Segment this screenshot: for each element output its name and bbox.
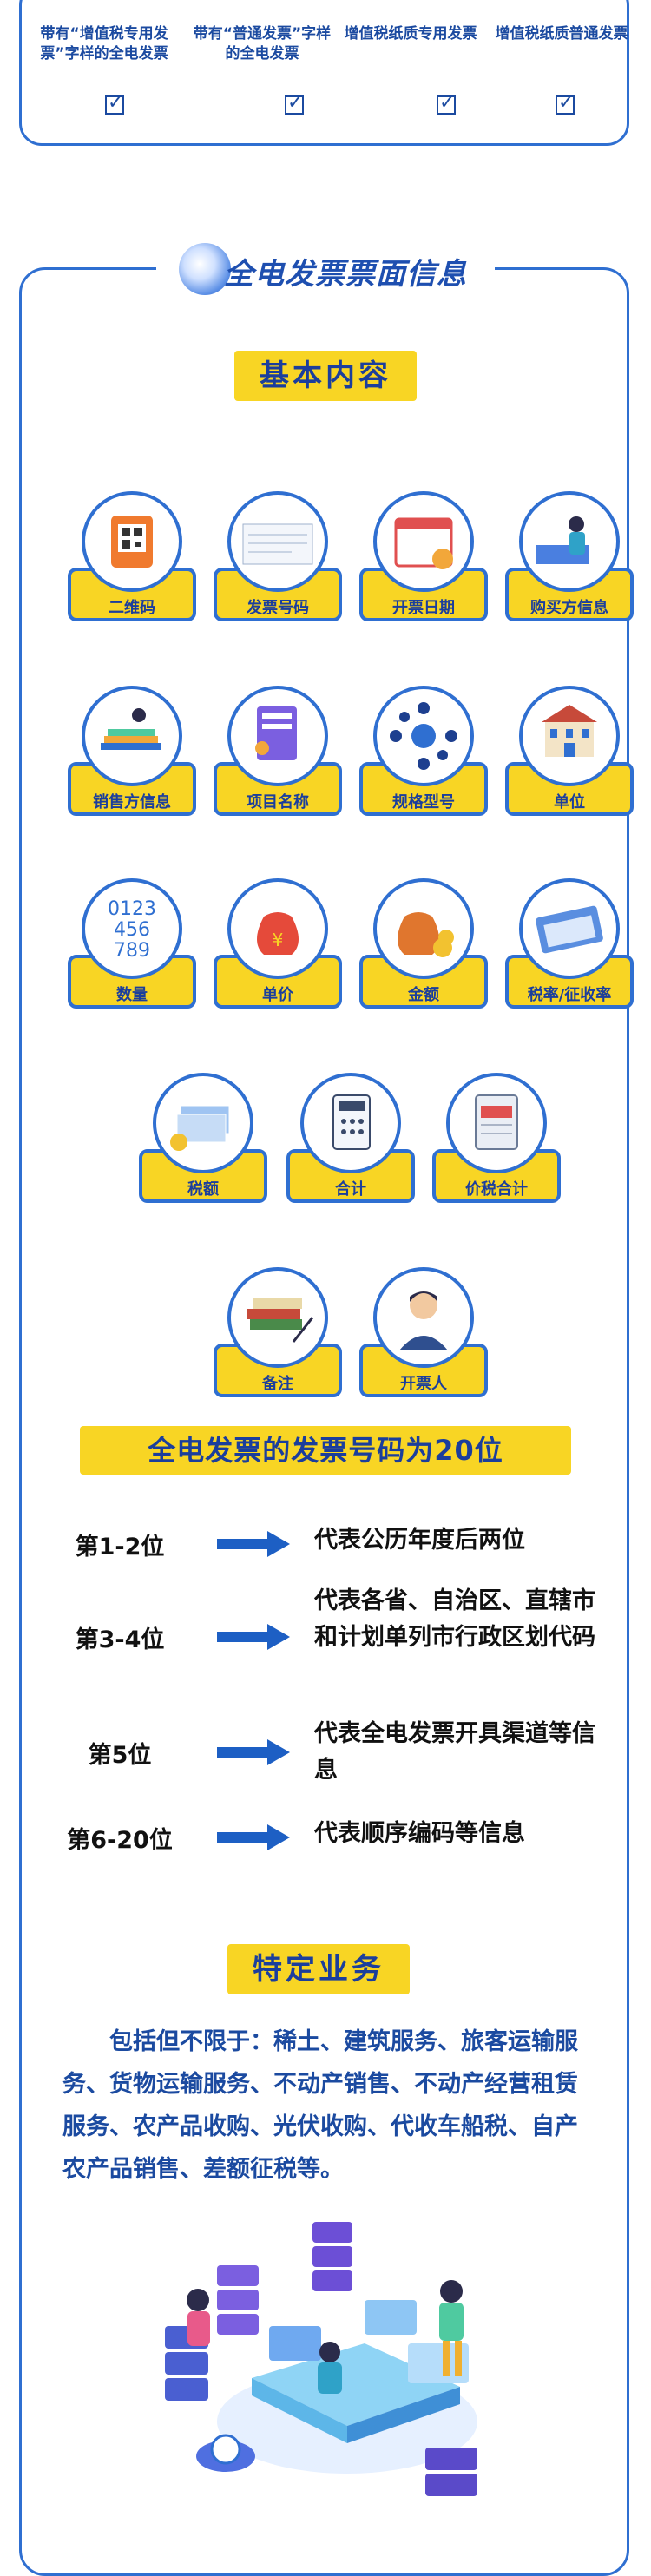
content-item: 规格型号 (359, 686, 488, 816)
content-item: 价税合计 (432, 1073, 561, 1203)
title-orb-icon (179, 243, 231, 295)
invoice-form-icon (227, 491, 328, 592)
content-item: 合计 (286, 1073, 415, 1203)
cash-stack-icon (153, 1073, 253, 1173)
content-item: 购买方信息 (505, 491, 634, 621)
checkbox-checked-icon (105, 92, 124, 115)
item-label-box (505, 568, 634, 621)
content-item: 项目名称 (214, 686, 342, 816)
content-item: 发票号码 (214, 491, 342, 621)
arrow-right-icon (217, 1531, 290, 1557)
content-item: 二维码 (68, 491, 196, 621)
checkbox-checked-icon (437, 92, 456, 115)
checkbox-checked-icon (556, 92, 575, 115)
gear-network-icon (373, 686, 474, 786)
content-item: 开票日期 (359, 491, 488, 621)
item-label: 发票号码 (247, 599, 309, 617)
tax-card-icon (519, 878, 620, 979)
seller-books-icon (82, 686, 182, 786)
position-label-2: 第3-4位 (75, 1626, 165, 1653)
invoice-type-vat-special-electronic: 带有“增值税专用发票”字样的全电发票 (40, 25, 168, 62)
position-desc-2: 代表各省、自治区、直辖市和计划单列市行政区划代码 (314, 1587, 595, 1651)
item-label: 单位 (554, 793, 585, 812)
content-item: 金额 (359, 878, 488, 1009)
item-label: 备注 (262, 1375, 293, 1393)
item-label: 数量 (116, 986, 148, 1004)
svg-text:0123: 0123 (108, 898, 156, 920)
item-label: 规格型号 (392, 793, 455, 812)
item-label: 税率/征收率 (527, 986, 612, 1004)
basic-content-heading: 基本内容 (234, 351, 417, 401)
item-label: 价税合计 (465, 1180, 528, 1199)
checkbox-checked-icon (285, 92, 304, 115)
calendar-icon (373, 491, 474, 592)
item-label: 开票人 (400, 1375, 447, 1393)
special-business-text: 包括但不限于：稀土、建筑服务、旅客运输服务、货物运输服务、不动产销售、不动产经营… (62, 2028, 578, 2183)
invoice-type-card (19, 0, 629, 146)
position-desc-3: 代表全电发票开具渠道等信息 (314, 1720, 595, 1784)
position-desc-4: 代表顺序编码等信息 (314, 1820, 525, 1847)
building-icon (519, 686, 620, 786)
money-bag-icon: ¥ (227, 878, 328, 979)
invoice-type-paper-ordinary: 增值税纸质普通发票 (495, 25, 628, 43)
item-label: 单价 (262, 986, 293, 1004)
position-label-3: 第5位 (88, 1742, 152, 1769)
item-label: 购买方信息 (530, 599, 608, 617)
invoice-type-paper-special: 增值税纸质专用发票 (344, 25, 477, 43)
item-label: 合计 (335, 1180, 366, 1199)
position-desc-1: 代表公历年度后两位 (314, 1527, 525, 1554)
svg-text:789: 789 (114, 940, 150, 962)
position-label-4: 第6-20位 (67, 1827, 173, 1854)
content-item: 单位 (505, 686, 634, 816)
arrow-right-icon (217, 1739, 290, 1765)
content-item: 开票人 (359, 1267, 488, 1397)
calculator-icon (300, 1073, 401, 1173)
svg-text:¥: ¥ (273, 930, 284, 950)
item-label: 项目名称 (247, 793, 309, 812)
money-bag-coins-icon (373, 878, 474, 979)
item-label: 金额 (408, 986, 439, 1004)
invoice-type-ordinary-electronic: 带有“普通发票”字样的全电发票 (193, 25, 332, 62)
arrow-right-icon (217, 1824, 290, 1850)
content-item: 备注 (214, 1267, 342, 1397)
section-title: 全电发票票面信息 (224, 257, 467, 292)
content-item: 销售方信息 (68, 686, 196, 816)
project-document-icon (227, 686, 328, 786)
qr-code-icon (82, 491, 182, 592)
position-label-1: 第1-2位 (75, 1534, 165, 1561)
notebook-pen-icon (227, 1267, 328, 1368)
svg-text:456: 456 (114, 919, 150, 941)
arrow-right-icon (217, 1624, 290, 1650)
data-center-illustration (165, 2222, 477, 2496)
issuer-person-icon (373, 1267, 474, 1368)
tax-clipboard-icon (446, 1073, 547, 1173)
content-item: ¥ 单价 (214, 878, 342, 1009)
item-label: 销售方信息 (93, 793, 171, 812)
content-item: 税额 (139, 1073, 267, 1203)
invoice-number-heading: 全电发票的发票号码为20位 (80, 1426, 571, 1475)
item-label: 税额 (187, 1180, 219, 1199)
content-item: 税率/征收率 (505, 878, 634, 1009)
buyer-person-icon (519, 491, 620, 592)
item-label: 开票日期 (392, 599, 455, 617)
special-business-heading: 特定业务 (227, 1944, 410, 1994)
item-label: 二维码 (108, 599, 155, 617)
